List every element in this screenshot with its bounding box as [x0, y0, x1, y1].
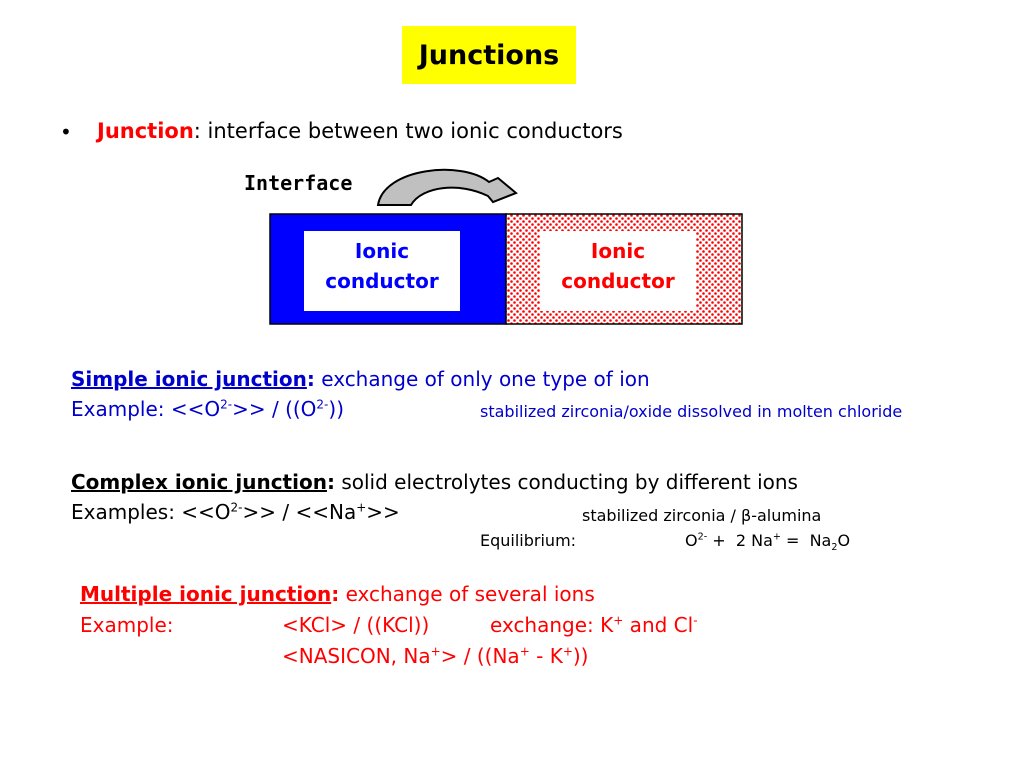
ex1-cl-sup: -: [693, 613, 698, 628]
bullet-term: Junction: [97, 119, 194, 143]
ex2-sup2: +: [519, 644, 530, 659]
multiple-example-1: <KCl> / ((KCl)): [282, 613, 430, 637]
complex-example-end: >>: [366, 500, 400, 524]
complex-example-sup1: 2-: [230, 500, 243, 515]
simple-example-prefix: Example: <<O: [71, 397, 221, 421]
left-conductor-label-box: [304, 231, 460, 311]
bullet-definition: : interface between two ionic conductors: [193, 119, 623, 143]
right-conductor-label-line1: Ionic: [590, 239, 646, 263]
simple-junction-heading-line: Simple ionic junction: exchange of only …: [71, 367, 650, 391]
eq-o: O: [685, 531, 698, 550]
simple-junction-example: Example: <<O2->> / ((O2-)): [71, 397, 344, 421]
ex2-mid: > / ((Na: [440, 644, 520, 668]
bullet-text: Junction: interface between two ionic co…: [97, 119, 623, 143]
multiple-junction-heading: Multiple ionic junction: [80, 582, 332, 606]
ex1-and: and Cl: [623, 613, 694, 637]
beta-symbol: β: [741, 506, 752, 525]
eq-end: O: [837, 531, 851, 550]
multiple-colon: :: [331, 582, 340, 606]
eq-sub: 2: [831, 542, 838, 554]
right-conductor-label-box: [540, 231, 696, 311]
complex-junction-description: solid electrolytes conducting by differe…: [341, 470, 798, 494]
equilibrium-label: Equilibrium:: [480, 531, 577, 550]
bullet-icon: •: [60, 120, 72, 144]
simple-example-sup2: 2-: [316, 397, 329, 412]
ex2-mid2: - K: [529, 644, 563, 668]
multiple-junction-heading-line: Multiple ionic junction: exchange of sev…: [80, 582, 595, 606]
complex-example-mid: >> / <<Na: [242, 500, 357, 524]
eq-na-sup: +: [772, 531, 781, 543]
complex-colon: :: [326, 470, 335, 494]
junction-diagram: [269, 168, 743, 325]
slide-title: Junctions: [402, 26, 576, 84]
eq-equals: = Na: [780, 531, 832, 550]
complex-note-post: -alumina: [751, 506, 822, 525]
multiple-example-1-note: exchange: K+ and Cl-: [490, 613, 698, 637]
right-conductor-label-line2: conductor: [561, 269, 675, 293]
left-conductor-label-line2: conductor: [325, 269, 439, 293]
simple-example-sup1: 2-: [220, 397, 233, 412]
eq-o-sup: 2-: [697, 531, 708, 543]
left-conductor-label-line1: Ionic: [354, 239, 410, 263]
simple-example-mid: >> / ((O: [232, 397, 317, 421]
simple-junction-heading: Simple ionic junction: [71, 367, 307, 391]
complex-note-pre: stabilized zirconia /: [582, 506, 741, 525]
interface-arrow-icon: [376, 168, 518, 206]
ex1-k-sup: +: [613, 613, 624, 628]
complex-example-sup2: +: [356, 500, 367, 515]
simple-example-end: )): [328, 397, 344, 421]
equilibrium-equation: O2- + 2 Na+ = Na2O: [685, 531, 850, 553]
left-conductor-label: Ionic conductor: [304, 236, 460, 296]
interface-label: Interface: [244, 171, 353, 195]
ex2-pre: <NASICON, Na: [282, 644, 431, 668]
simple-colon: :: [306, 367, 315, 391]
ex2-end: )): [572, 644, 589, 668]
eq-plus: + 2 Na: [707, 531, 773, 550]
complex-example-prefix: Examples: <<O: [71, 500, 231, 524]
multiple-junction-description: exchange of several ions: [345, 582, 595, 606]
simple-junction-note: stabilized zirconia/oxide dissolved in m…: [480, 402, 903, 421]
complex-junction-example: Examples: <<O2->> / <<Na+>>: [71, 500, 400, 524]
ex1-note-pre: exchange: K: [490, 613, 614, 637]
ex2-sup3: +: [562, 644, 573, 659]
multiple-example-2: <NASICON, Na+> / ((Na+ - K+)): [282, 644, 588, 668]
complex-junction-note: stabilized zirconia / β-alumina: [582, 506, 821, 525]
ex2-sup1: +: [430, 644, 441, 659]
right-conductor-label: Ionic conductor: [540, 236, 696, 296]
complex-junction-heading-line: Complex ionic junction: solid electrolyt…: [71, 470, 798, 494]
simple-junction-description: exchange of only one type of ion: [321, 367, 650, 391]
multiple-example-label: Example:: [80, 613, 174, 637]
complex-junction-heading: Complex ionic junction: [71, 470, 327, 494]
